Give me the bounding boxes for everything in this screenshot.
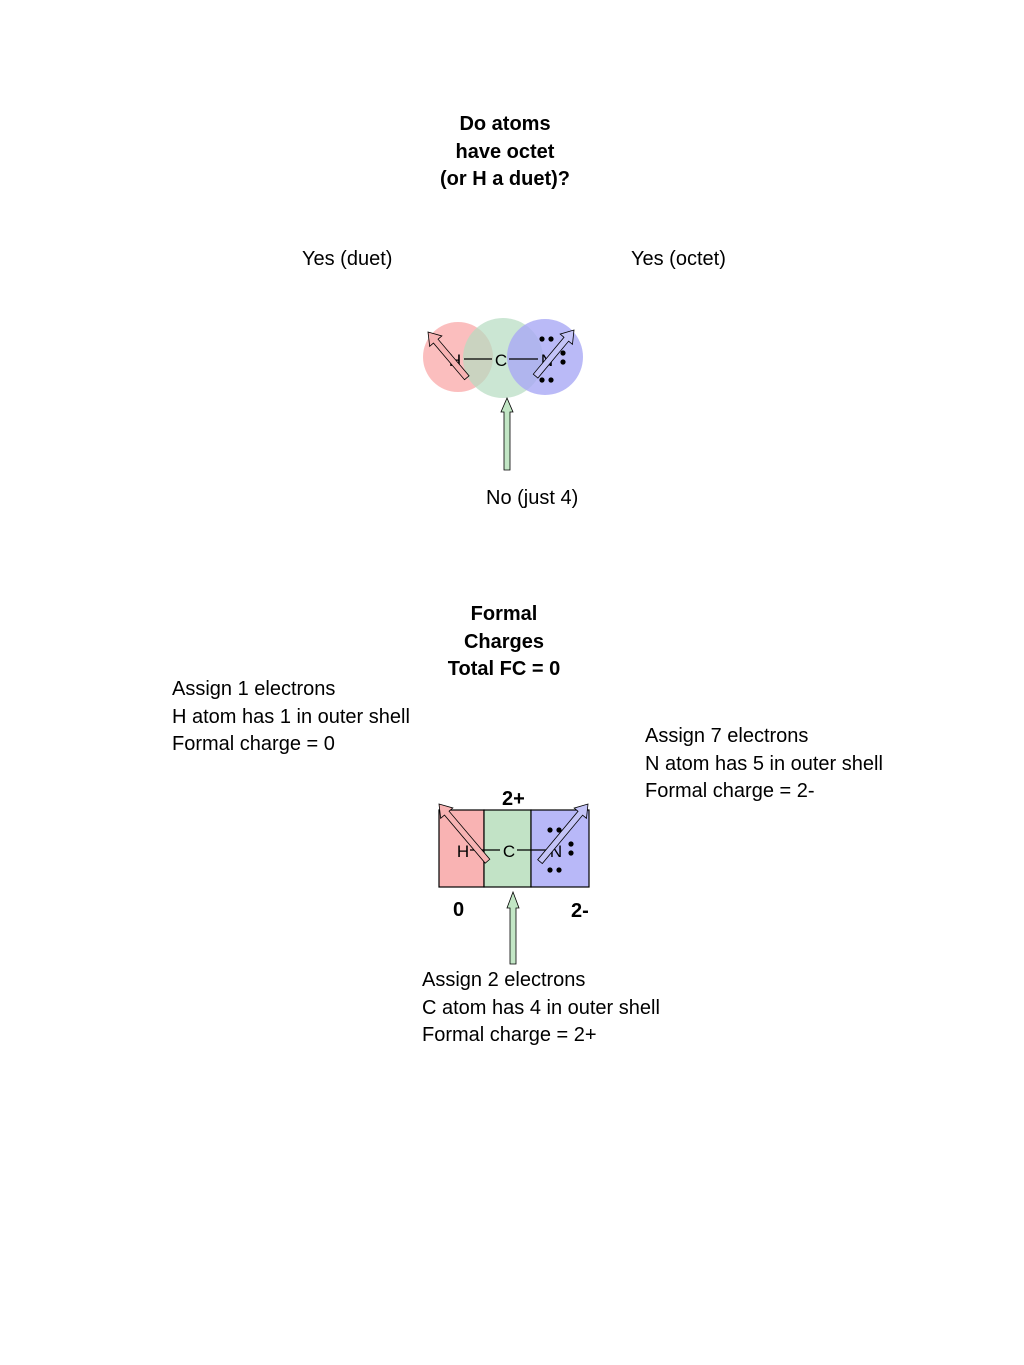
nitrogen-note-line-1: Assign 7 electrons	[645, 725, 809, 747]
arrow-to-hydrogen-box	[438, 803, 491, 864]
label-yes-octet: Yes (octet)	[631, 248, 726, 270]
charge-carbon: 2+	[502, 788, 525, 810]
octet-title-line-3: (or H a duet)?	[440, 168, 570, 190]
box-atom-c: C	[503, 842, 515, 861]
carbon-box	[483, 809, 532, 888]
fc-title-line-2: Charges	[463, 630, 545, 653]
box-atom-h: H	[457, 842, 469, 861]
arrow-to-nitrogen	[532, 329, 575, 379]
charge-nitrogen: 2-	[571, 900, 589, 922]
carbon-note-line-2: C atom has 4 in outer shell	[422, 996, 660, 1019]
carbon-note: Assign 2 electrons C atom has 4 in outer…	[422, 967, 660, 1050]
hydrogen-note-line-1: Assign 1 electrons	[172, 678, 336, 700]
hydrogen-note-line-3: Formal charge = 0	[172, 733, 335, 755]
hydrogen-note-line-2: H atom has 1 in outer shell	[172, 705, 410, 728]
nitrogen-box	[530, 809, 590, 888]
nitrogen-note-line-3: Formal charge = 2-	[645, 780, 815, 802]
arrow-to-hydrogen	[427, 331, 470, 381]
nitrogen-note: Assign 7 electrons N atom has 5 in outer…	[645, 723, 883, 806]
carbon-note-line-3: Formal charge = 2+	[422, 1024, 597, 1046]
hydrogen-note: Assign 1 electrons H atom has 1 in outer…	[172, 676, 410, 759]
label-yes-duet: Yes (duet)	[302, 248, 393, 270]
arrow-to-carbon-box	[506, 890, 520, 965]
octet-title-line-1: Do atoms	[459, 113, 551, 135]
atom-circles	[423, 318, 583, 398]
nitrogen-box-lone-pairs	[547, 827, 574, 873]
formal-charges-title: Formal Charges Total FC = 0	[404, 601, 604, 684]
fc-title-line-1: Formal	[470, 603, 538, 625]
atom-c: C	[495, 351, 507, 370]
fc-title-line-3: Total FC = 0	[447, 658, 561, 680]
carbon-note-line-1: Assign 2 electrons	[422, 969, 586, 991]
arrow-to-carbon	[500, 396, 514, 471]
octet-question-title: Do atoms have octet (or H a duet)?	[405, 111, 605, 194]
charge-hydrogen: 0	[453, 899, 465, 921]
nitrogen-lone-pairs	[539, 336, 566, 383]
octet-title-line-2: have octet	[455, 140, 555, 163]
label-no-just-4: No (just 4)	[486, 487, 579, 509]
arrow-to-nitrogen-box	[537, 803, 589, 865]
nitrogen-note-line-2: N atom has 5 in outer shell	[645, 752, 883, 775]
